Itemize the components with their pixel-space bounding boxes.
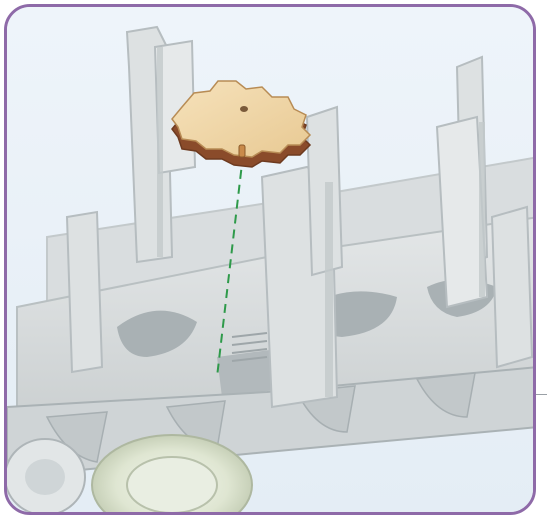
wheel-icon <box>7 435 252 515</box>
illustration-frame <box>4 4 536 515</box>
edge-marker-line <box>536 394 547 395</box>
assembly-illustration <box>7 7 536 515</box>
